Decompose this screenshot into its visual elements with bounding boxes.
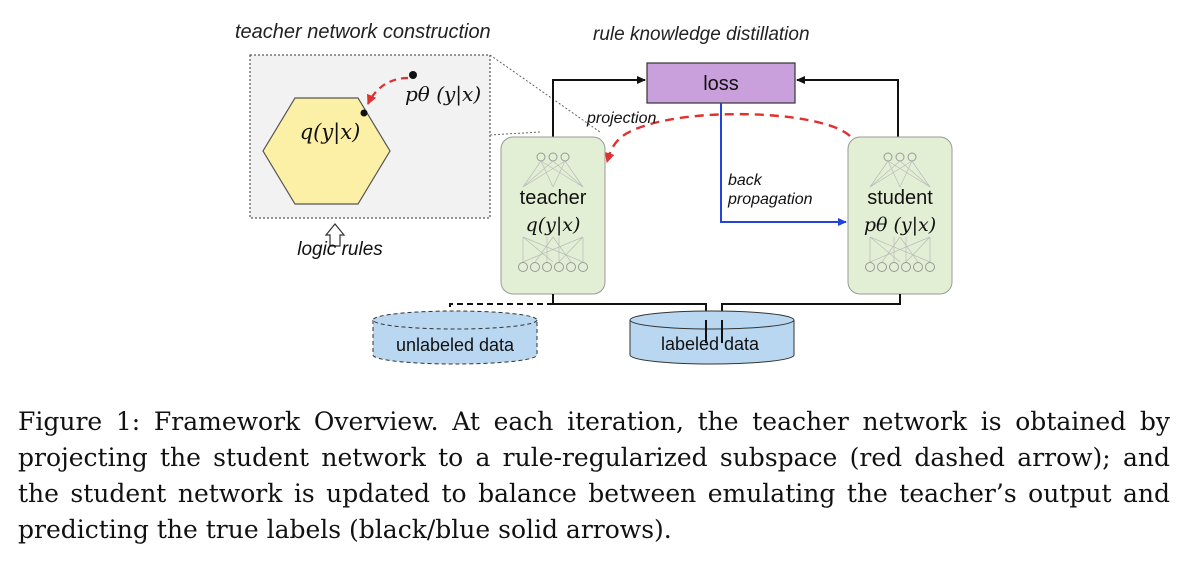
unlabeled-data-label: unlabeled data (396, 335, 515, 355)
hexagon-formula: q(y|x) (300, 120, 361, 145)
student-formula: pθ (y|x) (864, 214, 936, 236)
unlabeled-data-cylinder (372, 310, 538, 365)
header-teacher-construction: teacher network construction (235, 21, 491, 43)
header-rule-distillation: rule knowledge distillation (593, 24, 810, 45)
zoom-line-top (489, 54, 601, 133)
projection-arrow (604, 112, 851, 163)
framework-diagram: teacher network construction rule knowle… (235, 21, 953, 365)
figure-caption: Figure 1: Framework Overview. At each it… (18, 407, 1170, 544)
student-label: student (867, 187, 933, 209)
inset-student-formula: pθ (y|x) (405, 82, 481, 107)
teacher-label: teacher (520, 187, 587, 209)
student-point-dot (409, 71, 417, 79)
backprop-label-line2: propagation (727, 191, 813, 208)
zoom-line-bottom (489, 131, 541, 136)
teacher-formula: q(y|x) (526, 214, 581, 236)
backprop-label-line1: back (728, 172, 763, 189)
labeled-data-cylinder (629, 310, 795, 365)
hollow-up-arrow-icon (324, 223, 346, 247)
rule-subspace-hexagon (262, 97, 391, 205)
teacher-to-loss-arrow (552, 76, 646, 137)
backpropagation-arrow (720, 103, 847, 226)
logic-rules-label: logic rules (297, 239, 383, 260)
projection-label: projection (586, 110, 656, 127)
student-to-loss-arrow (796, 76, 899, 137)
loss-label: loss (703, 73, 739, 95)
loss-box (646, 62, 796, 104)
labeled-data-label: labeled data (661, 334, 760, 354)
projected-point-dot (360, 109, 368, 117)
inset-projection-arrow (366, 76, 409, 105)
